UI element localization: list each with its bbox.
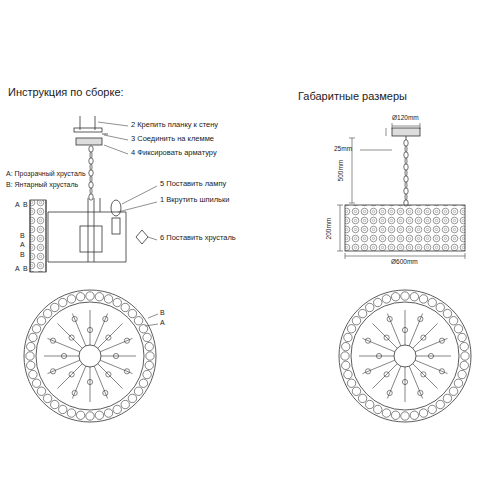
heading: Габаритные размеры <box>298 90 407 102</box>
crystal-letter: A <box>15 265 20 273</box>
dimension-lines <box>337 123 465 259</box>
crystal-letter: B <box>20 232 25 240</box>
top-view <box>24 290 156 422</box>
legend-text: A: Прозрачный хрусталь <box>6 170 86 178</box>
dimension: Ø600mm <box>391 258 418 265</box>
callout-text: 5 Поставить лампу <box>160 180 226 188</box>
dimension: 200mm <box>325 217 332 239</box>
crystal-letter: B <box>20 251 25 259</box>
callout-text: 3 Соединить на клемме <box>131 135 214 143</box>
dimension: Ø120mm <box>392 114 419 121</box>
leader-lines <box>145 314 158 326</box>
mount-bracket <box>74 116 108 145</box>
dimension: 25mm <box>334 145 352 152</box>
crystal-letter: B <box>160 309 165 317</box>
callout-text: 2 Крепить планку к стену <box>131 121 218 129</box>
top-view <box>339 290 471 422</box>
crystal-letter: B <box>23 265 28 273</box>
crystal-letter: A <box>20 241 25 249</box>
callout-text: 1 Вкрутить шпильки <box>160 196 229 204</box>
chain <box>404 140 408 206</box>
heading: Инструкция по сборке: <box>8 86 124 98</box>
crystal-letter: B <box>23 201 28 209</box>
drum <box>345 205 465 251</box>
legend-text: B: Янтарный хрусталь <box>6 181 78 189</box>
crystal-letter: A <box>160 319 165 327</box>
callout-text: 6 Поставить хрусталь <box>160 234 236 242</box>
callout-text: 4 Фиксировать арматуру <box>131 149 217 157</box>
chain <box>89 146 93 200</box>
crystal-letter: A <box>15 201 20 209</box>
dimension: 500mm <box>337 159 344 181</box>
canopy <box>392 128 420 140</box>
